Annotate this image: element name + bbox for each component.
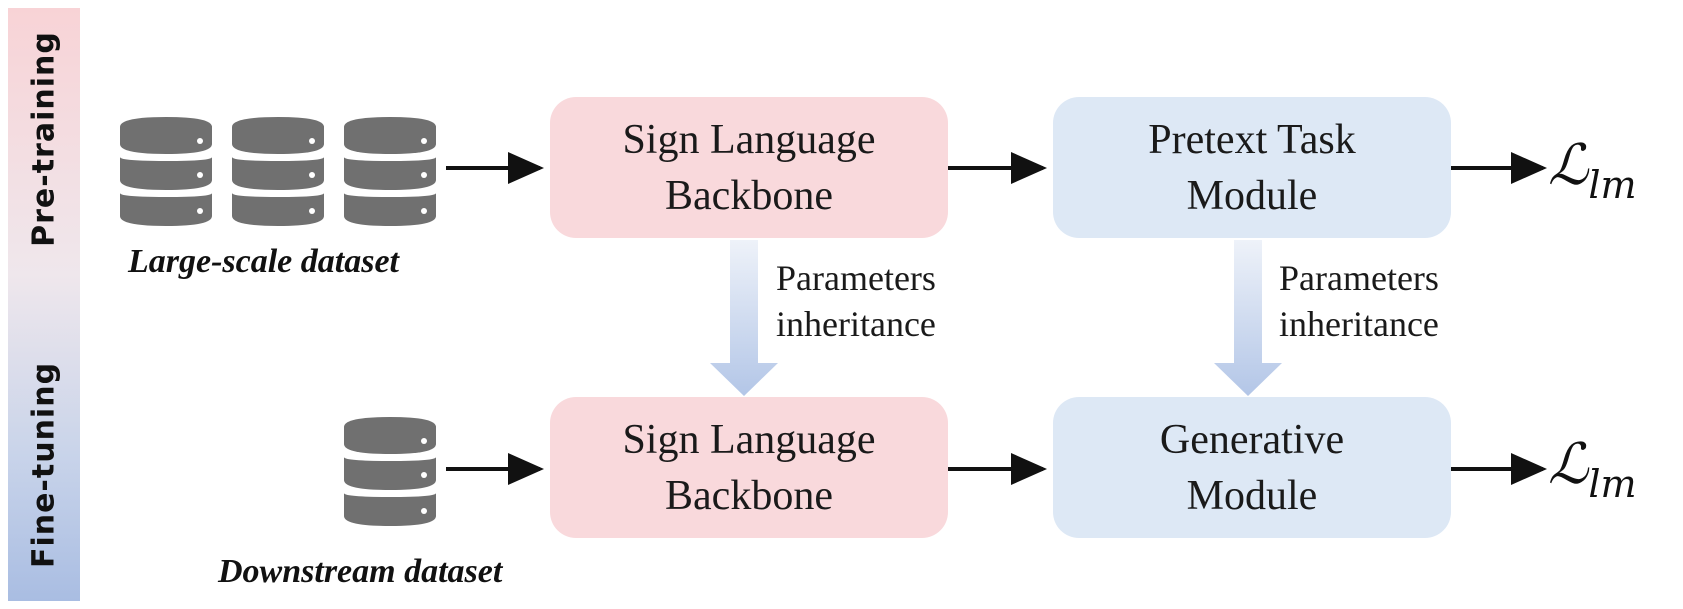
- pretraining-loss: ℒlm: [1548, 133, 1637, 207]
- parameters-inheritance-label: Parameters inheritance: [1279, 258, 1439, 344]
- box-label: Sign Language Backbone: [622, 116, 876, 219]
- large-scale-dataset-caption: Large-scale dataset: [128, 243, 399, 280]
- database-icon: [344, 417, 436, 526]
- finetune-backbone-box: Sign Language Backbone: [550, 397, 948, 538]
- database-icon: [344, 117, 436, 226]
- stage-bar: [8, 8, 80, 601]
- loss-symbol: ℒ: [1548, 133, 1589, 198]
- generative-module-box: Generative Module: [1053, 397, 1451, 538]
- inheritance-arrow: [710, 240, 778, 396]
- pretext-task-module-box: Pretext Task Module: [1053, 97, 1451, 238]
- finetuning-loss: ℒlm: [1548, 432, 1637, 506]
- loss-subscript: lm: [1588, 462, 1637, 506]
- database-icon: [232, 117, 324, 226]
- box-label: Generative Module: [1159, 416, 1345, 519]
- loss-subscript: lm: [1588, 163, 1637, 207]
- downstream-dataset-caption: Downstream dataset: [218, 553, 503, 590]
- box-label: Pretext Task Module: [1148, 116, 1356, 219]
- parameters-inheritance-label: Parameters inheritance: [776, 258, 936, 344]
- box-label: Sign Language Backbone: [622, 416, 876, 519]
- pretrain-backbone-box: Sign Language Backbone: [550, 97, 948, 238]
- inheritance-arrow: [1214, 240, 1282, 396]
- database-icon: [120, 117, 212, 226]
- loss-symbol: ℒ: [1548, 432, 1589, 497]
